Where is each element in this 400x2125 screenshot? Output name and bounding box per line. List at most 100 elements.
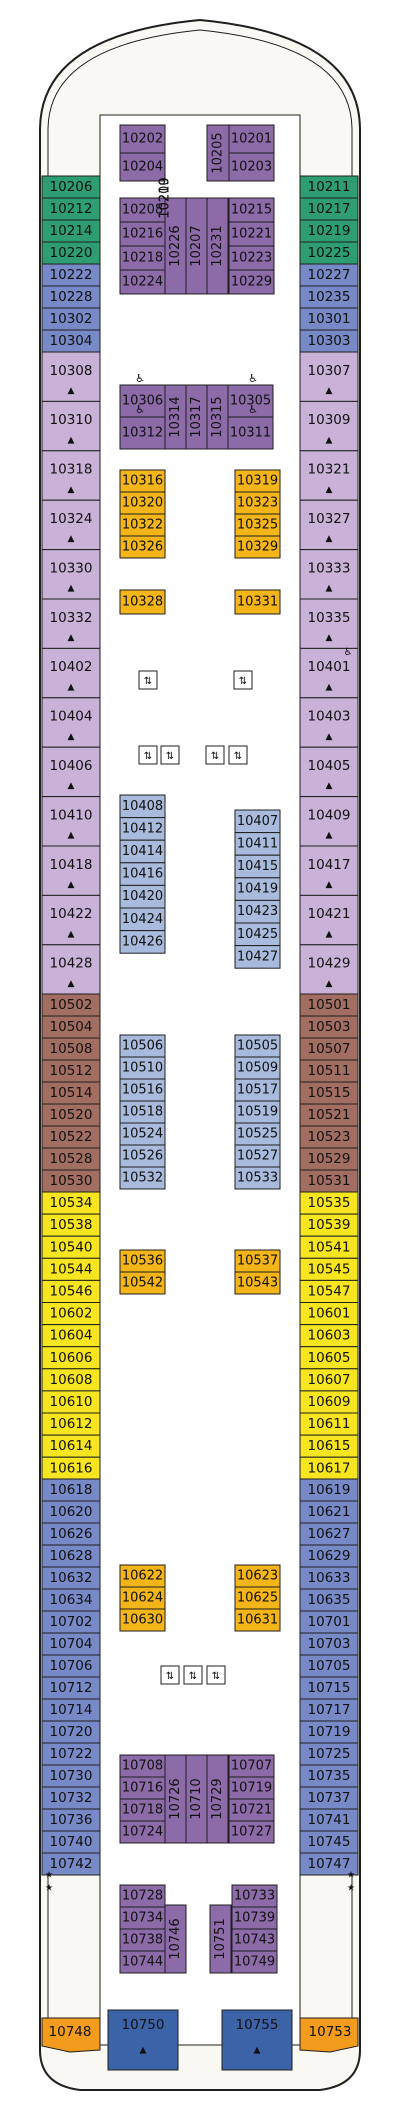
cabin-10223 <box>228 245 275 271</box>
cabin-label-10332: 10332 <box>50 610 93 626</box>
cabin-label-10605: 10605 <box>308 1350 351 1366</box>
cabin-label-10509: 10509 <box>237 1061 278 1076</box>
cabin-label-10718: 10718 <box>122 1803 163 1818</box>
cabin-10532 <box>119 1166 166 1190</box>
cabin-label-10536: 10536 <box>122 1254 163 1269</box>
cabin-label-10225: 10225 <box>308 245 351 261</box>
lift-icon-7: ⇅ <box>189 1671 197 1682</box>
cabin-label-10702: 10702 <box>50 1614 93 1630</box>
cabin-label-10745: 10745 <box>308 1834 351 1850</box>
cabin-arrow-10428: ▲ <box>68 979 75 989</box>
lift-icon-6: ⇅ <box>166 1671 174 1682</box>
cabin-label-10330: 10330 <box>50 560 93 576</box>
cabin-label-10304: 10304 <box>50 333 93 349</box>
cabin-label-10606: 10606 <box>50 1350 93 1366</box>
cabin-label-10619: 10619 <box>308 1482 351 1498</box>
lift-icon-5: ⇅ <box>234 751 242 762</box>
cabin-label-10727: 10727 <box>231 1825 272 1840</box>
cabin-label-10708: 10708 <box>122 1759 163 1774</box>
accessible-icon-2: ♿ <box>248 372 258 385</box>
cabin-label-10720: 10720 <box>50 1724 93 1740</box>
cabin-arrow-10310: ▲ <box>68 435 75 445</box>
cabin-label-10728: 10728 <box>122 1889 163 1904</box>
cabin-label-10418: 10418 <box>50 857 93 873</box>
cabin-label-10624: 10624 <box>122 1591 163 1606</box>
star-icon-left-1: ★ <box>45 1884 53 1894</box>
cabin-label-10724: 10724 <box>122 1825 163 1840</box>
cabin-label-10428: 10428 <box>50 956 93 972</box>
cabin-10203 <box>228 152 275 182</box>
cabin-10224 <box>119 269 166 295</box>
star-icon-right-1: ★ <box>347 1884 355 1894</box>
cabin-arrow-10333: ▲ <box>326 584 333 594</box>
cabin-10749 <box>231 1950 278 1974</box>
accessible-icon-0: ♿ <box>135 372 145 385</box>
cabin-label-10207: 10207 <box>189 225 204 266</box>
cabin-arrow-10755: ▲ <box>254 2046 261 2056</box>
cabin-label-10607: 10607 <box>308 1372 351 1388</box>
cabin-label-10739: 10739 <box>234 1911 275 1926</box>
cabin-label-10734: 10734 <box>122 1911 163 1926</box>
cabin-label-10405: 10405 <box>308 758 351 774</box>
cabin-label-10543: 10543 <box>237 1276 278 1291</box>
cabin-label-10310: 10310 <box>50 412 93 428</box>
cabin-arrow-10750: ▲ <box>140 2046 147 2056</box>
cabin-label-10210: 10210 <box>158 177 173 218</box>
cabin-label-10331: 10331 <box>237 595 278 610</box>
cabin-10307 <box>299 351 359 402</box>
cabin-10305 <box>227 384 274 418</box>
cabin-label-10421: 10421 <box>308 906 351 922</box>
cabin-label-10750: 10750 <box>122 2017 165 2033</box>
lift-icon-3: ⇅ <box>166 751 174 762</box>
cabin-label-10523: 10523 <box>308 1129 351 1145</box>
cabin-10630 <box>119 1608 166 1632</box>
cabin-arrow-10410: ▲ <box>68 831 75 841</box>
cabin-label-10303: 10303 <box>308 333 351 349</box>
cabin-label-10408: 10408 <box>122 799 163 814</box>
cabin-label-10610: 10610 <box>50 1394 93 1410</box>
cabin-10755 <box>221 2009 293 2071</box>
cabin-label-10209: 10209 <box>158 177 173 218</box>
cabin-label-10749: 10749 <box>234 1955 275 1970</box>
cabin-label-10719: 10719 <box>231 1781 272 1796</box>
cabin-label-10320: 10320 <box>122 496 163 511</box>
cabin-label-10604: 10604 <box>50 1328 93 1344</box>
cabin-label-10327: 10327 <box>308 511 351 527</box>
cabin-label-10729: 10729 <box>210 1778 225 1819</box>
lift-icon-2: ⇅ <box>144 751 152 762</box>
cabin-label-10407: 10407 <box>237 814 278 829</box>
cabin-label-10427: 10427 <box>237 949 278 964</box>
cabin-10403 <box>299 697 359 748</box>
cabin-label-10220: 10220 <box>50 245 93 261</box>
cabin-label-10222: 10222 <box>50 267 93 283</box>
cabin-label-10542: 10542 <box>122 1276 163 1291</box>
cabin-label-10503: 10503 <box>308 1019 351 1035</box>
cabin-label-10229: 10229 <box>231 275 272 290</box>
cabin-label-10416: 10416 <box>122 867 163 882</box>
star-icon-left-0: ★ <box>45 1871 53 1881</box>
cabin-10533 <box>234 1166 281 1190</box>
cabin-label-10539: 10539 <box>308 1217 351 1233</box>
cabin-label-10722: 10722 <box>50 1746 93 1762</box>
cabin-10215 <box>228 197 275 223</box>
cabin-label-10630: 10630 <box>122 1613 163 1628</box>
cabin-10333 <box>299 549 359 600</box>
cabin-label-10735: 10735 <box>308 1768 351 1784</box>
star-icon-right-0: ★ <box>347 1871 355 1881</box>
cabin-label-10221: 10221 <box>231 227 272 242</box>
cabins: 1020610212102141022010222102281030210304… <box>41 124 359 2071</box>
cabin-label-10420: 10420 <box>122 889 163 904</box>
cabin-10310 <box>41 400 101 452</box>
cabin-label-10528: 10528 <box>50 1151 93 1167</box>
cabin-10331 <box>234 589 281 615</box>
cabin-10406 <box>41 746 101 798</box>
cabin-arrow-10402: ▲ <box>68 682 75 692</box>
cabin-arrow-10324: ▲ <box>68 534 75 544</box>
cabin-label-10751: 10751 <box>213 1918 228 1959</box>
lift-icon-4: ⇅ <box>211 751 219 762</box>
cabin-label-10211: 10211 <box>308 179 351 195</box>
cabin-label-10302: 10302 <box>50 311 93 327</box>
cabin-label-10226: 10226 <box>168 225 183 266</box>
cabin-10746 <box>164 1904 187 1974</box>
